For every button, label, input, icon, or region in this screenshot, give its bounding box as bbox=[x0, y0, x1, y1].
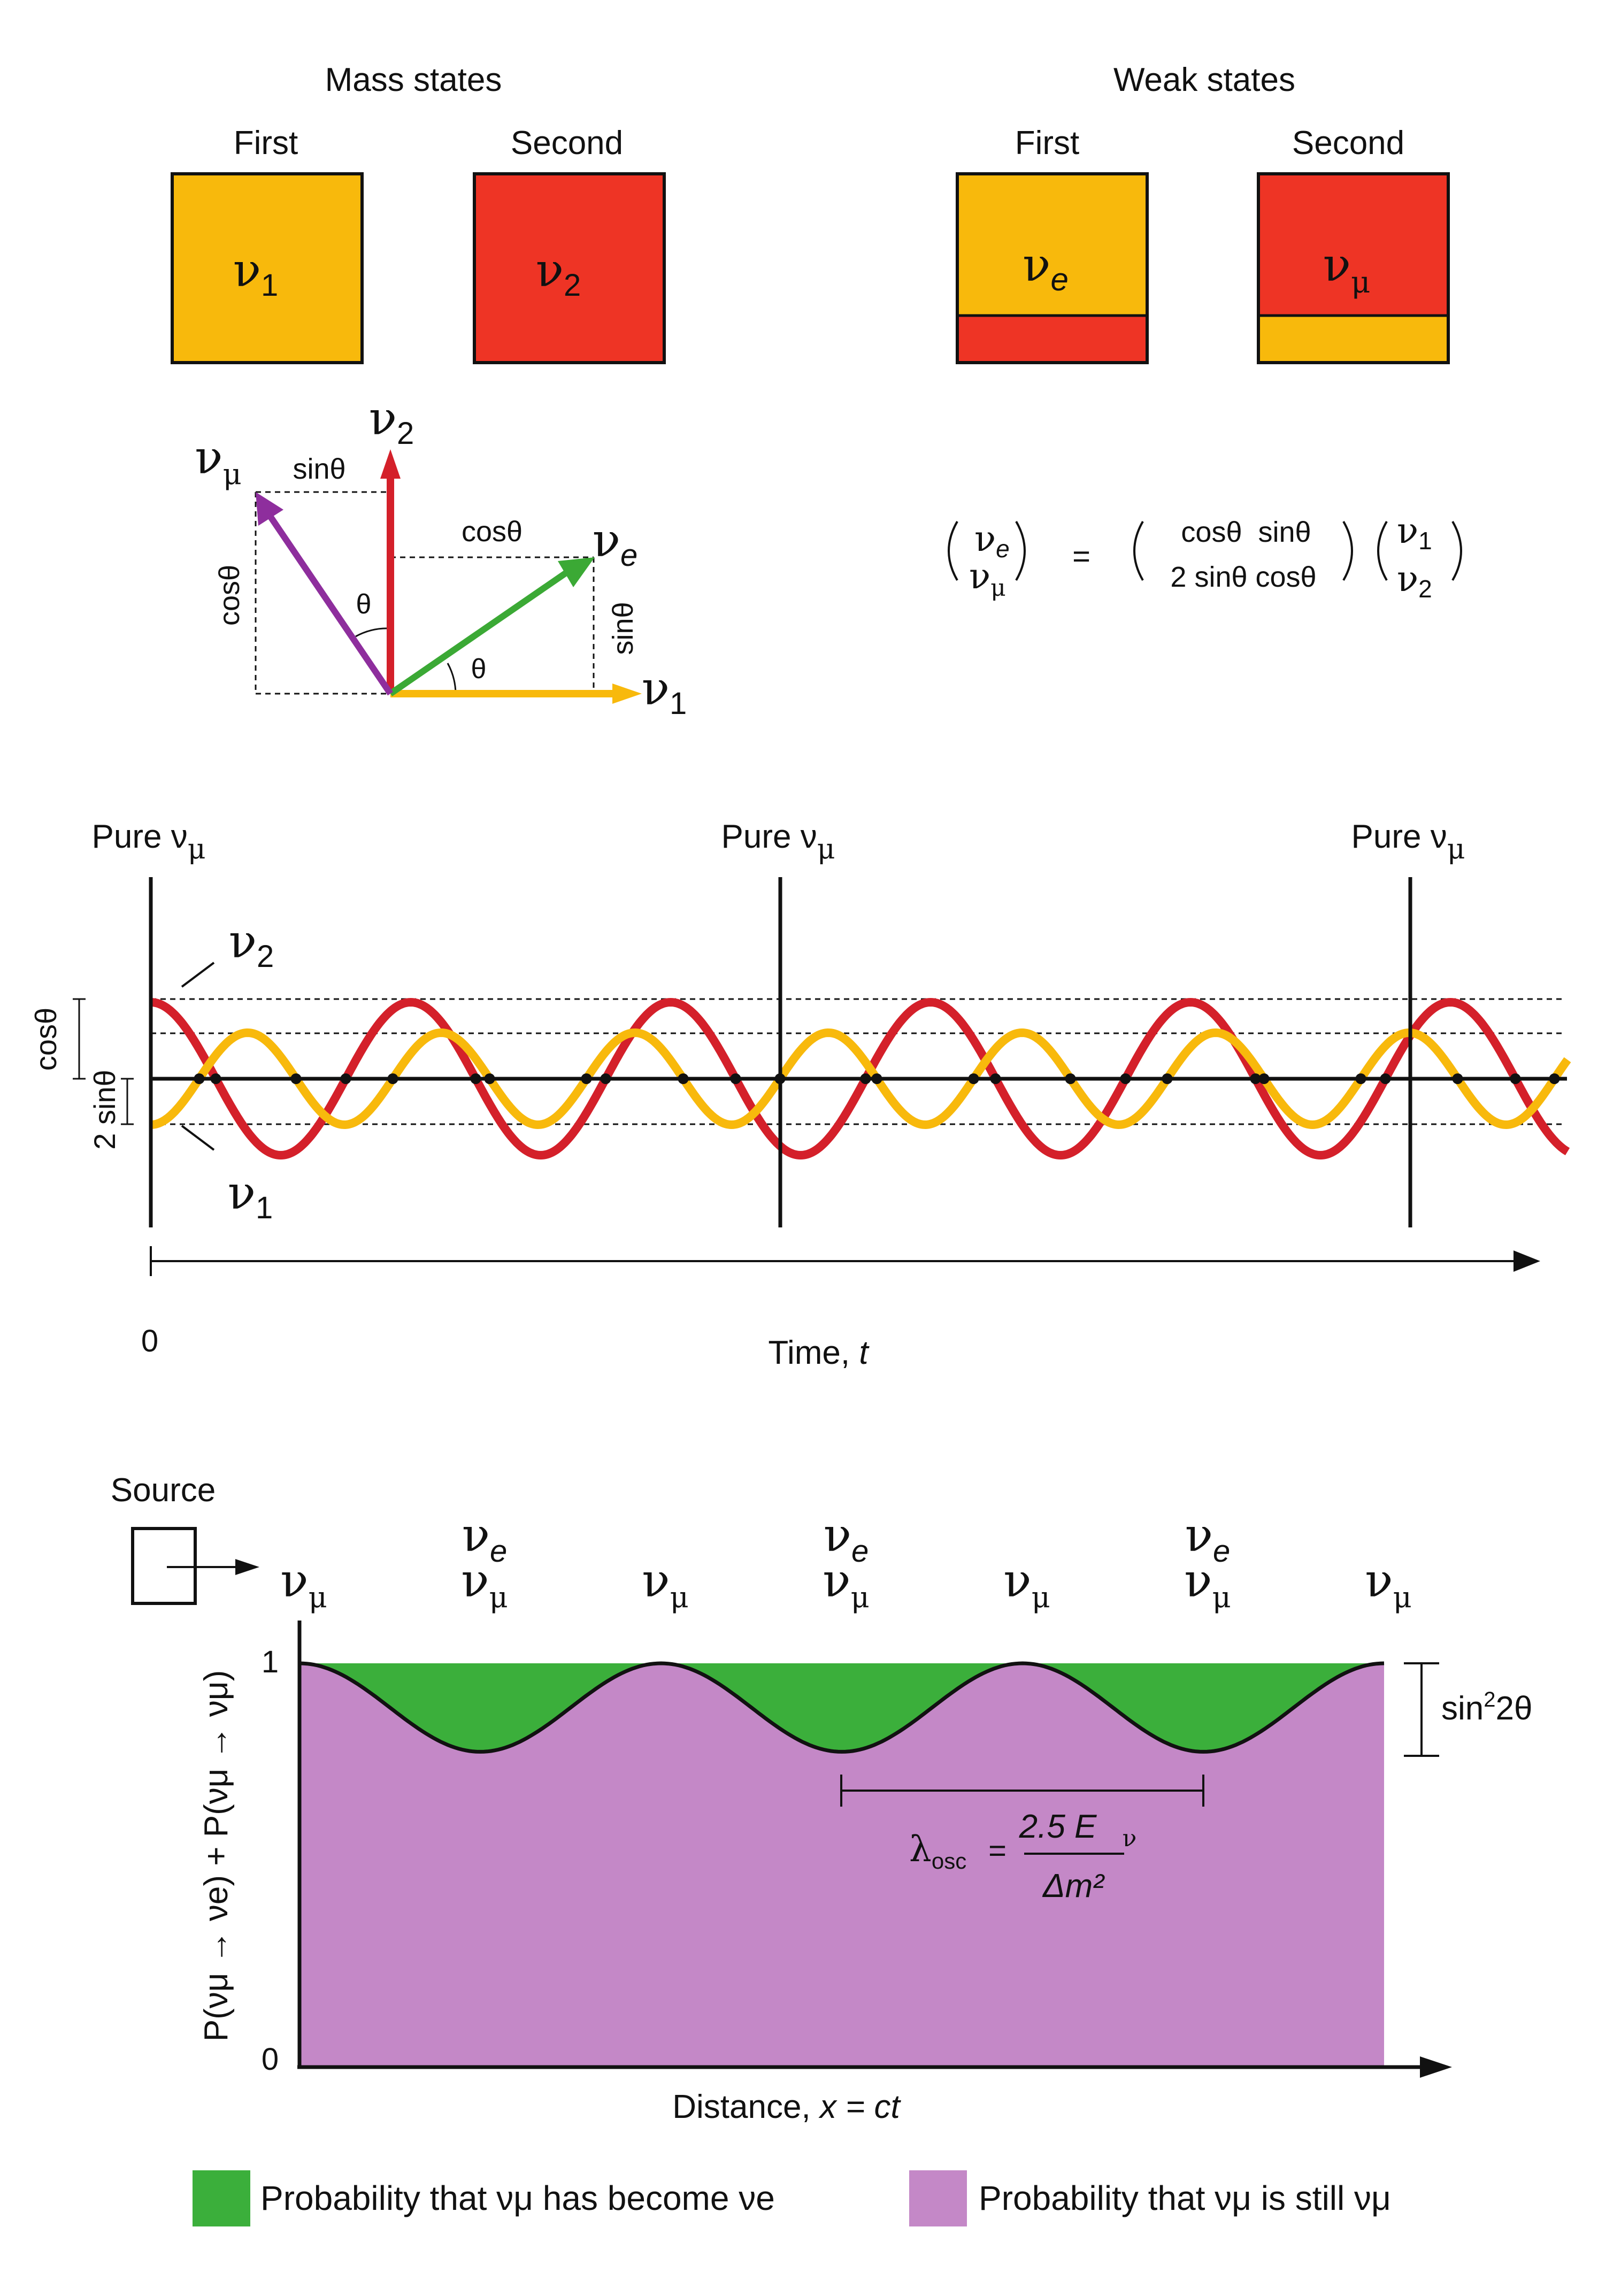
flavor-numu-label: νμ bbox=[823, 1554, 869, 1614]
nu2-box-label: ν2 bbox=[536, 244, 581, 303]
wave-nu1-label: ν1 bbox=[228, 1166, 273, 1225]
probability-curve bbox=[299, 1661, 1385, 1754]
rhs-nu1: ν1 bbox=[1397, 510, 1432, 555]
mass-second-label: Second bbox=[511, 125, 623, 162]
distance-axis-label: Distance, x = ct bbox=[672, 2088, 901, 2125]
nu2-mass-box bbox=[473, 172, 666, 364]
rhs-paren-right bbox=[1451, 520, 1462, 581]
nu1-axis-arrow bbox=[390, 684, 642, 704]
flavor-numu-label: νμ bbox=[1003, 1554, 1050, 1614]
lhs-paren-right bbox=[1015, 520, 1026, 581]
flavor-numu-label: νμ bbox=[642, 1554, 688, 1614]
wavelength-numerator: 2.5 E bbox=[1019, 1808, 1097, 1845]
nu1-box-label: ν1 bbox=[233, 244, 279, 303]
weak-states-group: Weak states First Second νe νμ bbox=[956, 62, 1450, 364]
rot-numu-label: νμ bbox=[195, 431, 241, 491]
rot-nue-label: νe bbox=[593, 514, 638, 573]
numu-arrow bbox=[256, 492, 393, 696]
pure-numu-label-2: Pure νμ bbox=[721, 818, 835, 865]
nu2-axis-arrow bbox=[380, 449, 401, 694]
lhs-numu: νμ bbox=[969, 556, 1006, 602]
y-tick-0: 0 bbox=[262, 2042, 279, 2077]
flavor-nue-label: νe bbox=[824, 1509, 869, 1569]
wavelength-denominator: Δm² bbox=[1042, 1868, 1105, 1905]
matrix-equals: = bbox=[1072, 539, 1090, 574]
rhs-paren-left bbox=[1377, 520, 1388, 581]
flavor-numu-label: νμ bbox=[1365, 1554, 1411, 1614]
weak-states-heading: Weak states bbox=[1113, 62, 1295, 98]
pure-numu-label-1: Pure νμ bbox=[92, 818, 206, 865]
matrix-equation: νe νμ = cosθ sinθ 2 sinθ cosθ ν1 ν2 bbox=[948, 510, 1462, 603]
weak-second-label: Second bbox=[1292, 125, 1404, 162]
flavor-nue-label: νe bbox=[462, 1509, 508, 1569]
time-panel: Pure νμ Pure νμ Pure νμ ν2 ν1 bbox=[29, 818, 1571, 1371]
rot-nu1-label: ν1 bbox=[642, 662, 687, 721]
pure-labels: Pure νμ Pure νμ Pure νμ bbox=[92, 818, 1465, 865]
legend-green-swatch bbox=[193, 2170, 250, 2226]
legend-green-text: Probability that νμ has become νe bbox=[260, 2179, 775, 2217]
wavelength-numerator-nu: ν bbox=[1123, 1825, 1137, 1852]
rot-theta-lower: θ bbox=[471, 654, 487, 685]
legend-purple-text: Probability that νμ is still νμ bbox=[979, 2179, 1391, 2217]
weak-first-label: First bbox=[1015, 125, 1080, 162]
rot-cos-top: cosθ bbox=[462, 516, 523, 548]
mass-states-heading: Mass states bbox=[325, 62, 502, 98]
wavelength-eq: = bbox=[988, 1833, 1007, 1868]
y-axis-label: P(νμ → νe) + P(νμ → νμ) bbox=[198, 1670, 235, 2042]
time-axis-label: Time, t bbox=[768, 1334, 870, 1371]
mass-first-label: First bbox=[234, 125, 298, 162]
nu1-mass-box bbox=[171, 172, 364, 364]
lhs-paren-left bbox=[948, 520, 958, 581]
mass-states-group: Mass states First Second ν1 ν2 bbox=[171, 62, 666, 364]
rot-nu2-label: ν2 bbox=[369, 392, 414, 451]
rot-cos-left: cosθ bbox=[213, 565, 245, 626]
nue-box-label: νe bbox=[1023, 239, 1069, 297]
rot-sin-right: sinθ bbox=[607, 602, 639, 655]
appearance-probability-area bbox=[299, 1663, 1384, 1752]
matrix-row-1: cosθ sinθ bbox=[1181, 516, 1311, 548]
legend-purple-swatch bbox=[909, 2170, 967, 2226]
flavor-numu-label: νμ bbox=[461, 1554, 508, 1614]
wave-nu2-label: ν2 bbox=[229, 915, 274, 974]
wavelength-lhs: λosc bbox=[909, 1829, 966, 1873]
lhs-nue: νe bbox=[974, 518, 1010, 563]
cos-amplitude-label: cosθ bbox=[29, 1008, 63, 1071]
nu2-wave bbox=[150, 997, 1570, 1160]
nu1-wave bbox=[150, 1028, 1571, 1130]
matrix-row-2: 2 sinθ cosθ bbox=[1170, 561, 1316, 593]
nue-arrow bbox=[388, 557, 595, 696]
rot-theta-upper: θ bbox=[356, 589, 372, 620]
rhs-nu2: ν2 bbox=[1397, 558, 1432, 603]
flavor-nue-label: νe bbox=[1185, 1509, 1231, 1569]
flavor-numu-label: νμ bbox=[280, 1554, 327, 1614]
sin-amplitude-label: 2 sinθ bbox=[88, 1070, 121, 1149]
matrix-paren-left bbox=[1133, 520, 1144, 581]
numu-box-label: νμ bbox=[1323, 239, 1371, 300]
survival-probability-area bbox=[299, 1663, 1384, 2065]
nue-weak-box bbox=[956, 172, 1149, 364]
time-origin-label: 0 bbox=[141, 1324, 158, 1358]
flavor-numu-label: νμ bbox=[1184, 1554, 1231, 1614]
source-label: Source bbox=[111, 1472, 216, 1509]
rotation-diagram: sinθ cosθ cosθ sinθ θ θ ν2 νμ νe ν1 bbox=[195, 392, 687, 721]
y-tick-1: 1 bbox=[262, 1645, 279, 1679]
numu-weak-box bbox=[1257, 172, 1450, 364]
matrix-paren-right bbox=[1342, 520, 1353, 581]
rot-sin-top: sinθ bbox=[293, 453, 345, 485]
pure-numu-label-3: Pure νμ bbox=[1351, 818, 1465, 865]
amplitude-label: sin22θ bbox=[1441, 1688, 1532, 1727]
legend: Probability that νμ has become νe Probab… bbox=[193, 2170, 1391, 2226]
